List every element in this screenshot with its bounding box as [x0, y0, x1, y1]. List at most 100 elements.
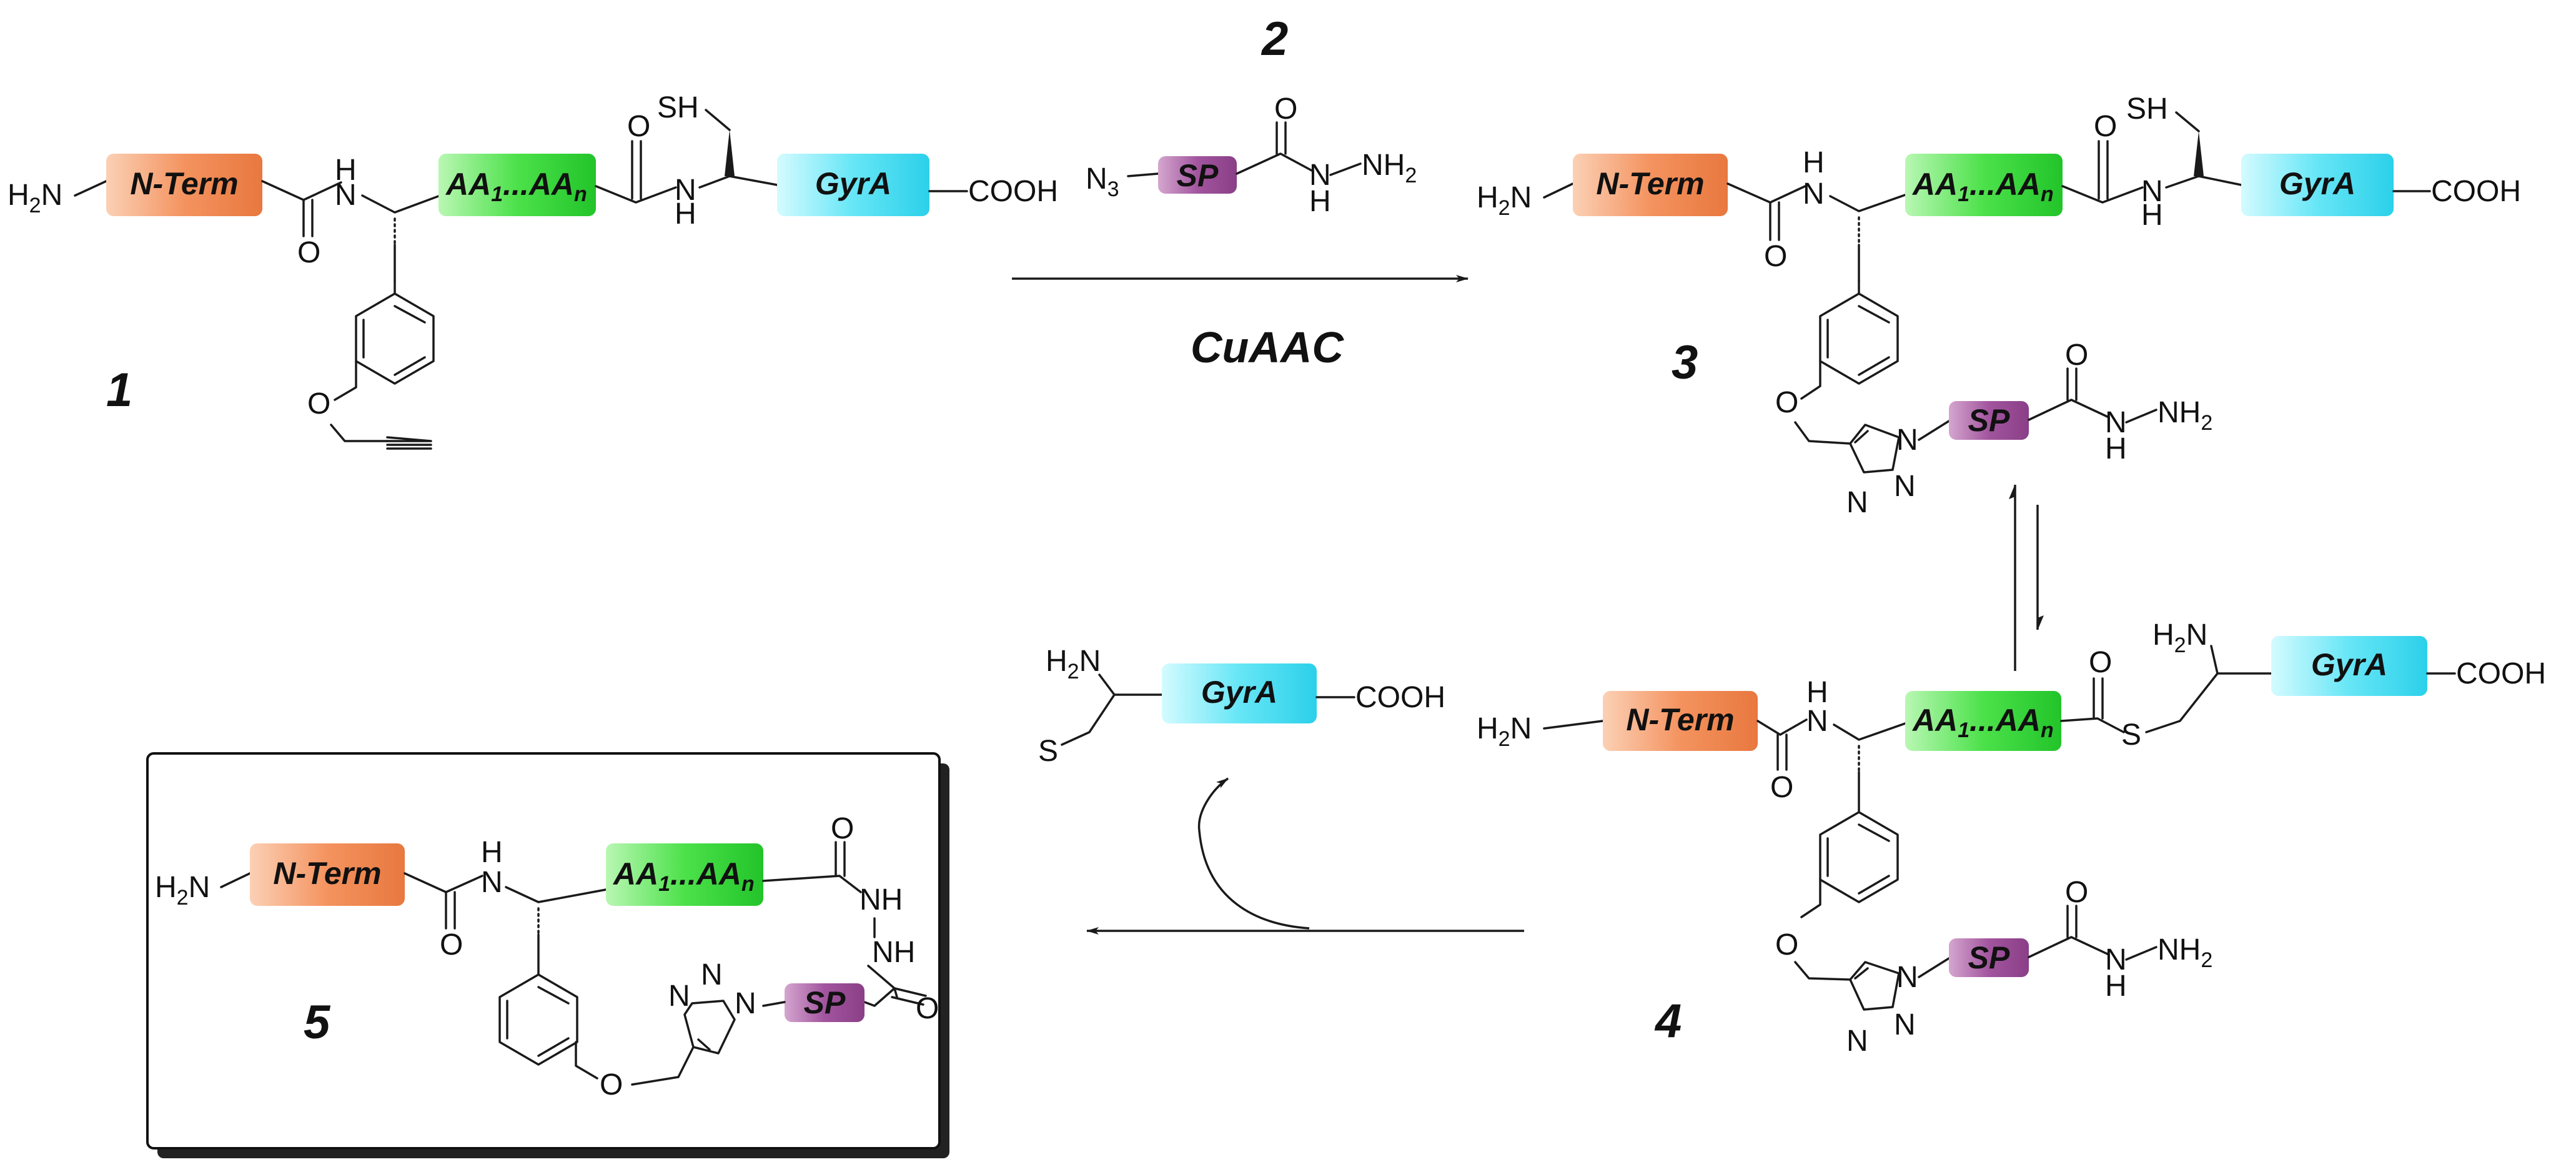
amine-h2n-label: H2N: [1477, 181, 1532, 220]
gyra-label: GyrA: [1201, 675, 1277, 710]
hydrazide-h: H: [2105, 432, 2127, 465]
amine-h2n-label: H2N: [7, 179, 62, 217]
triazole-n3: N: [1846, 1025, 1868, 1058]
hydrazide-n: N: [2105, 406, 2127, 439]
amide-n: N: [2141, 175, 2163, 208]
carbonyl-oxygen: O: [831, 812, 854, 845]
amino-acid-chain-block: [606, 843, 763, 906]
amine-nh2: NH2: [2157, 933, 2212, 972]
compound-4-structure: H2N N-Term O H N AA1...AAn O S H2N GyrA …: [1477, 618, 2546, 1058]
hydrazide-n: N: [2105, 943, 2127, 976]
compound-5-structure: H2N N-Term O H N AA1...AAn O NH NH O SP …: [155, 812, 939, 1101]
n-term-label: N-Term: [1626, 702, 1734, 737]
gyra-intein-block: [1162, 663, 1317, 723]
carboxyl-cooh: COOH: [968, 175, 1058, 208]
amine-h2n-label: H2N: [2152, 618, 2207, 657]
amide-n: N: [675, 174, 696, 207]
gyra-intein-block: [2241, 154, 2394, 216]
amino-acid-chain-block: [438, 154, 596, 216]
n-term-label: N-Term: [1596, 166, 1704, 201]
spacer-label: SP: [804, 985, 846, 1020]
triazole-n2: N: [1894, 470, 1916, 503]
triazole-n2: N: [1894, 1008, 1916, 1041]
amide-h: H: [675, 197, 696, 231]
triazole-n1: N: [1896, 424, 1918, 457]
ether-oxygen: O: [600, 1068, 623, 1101]
amine-h2n-label: H2N: [1477, 712, 1532, 751]
spacer-block: [1949, 401, 2029, 440]
product-frame: [146, 752, 949, 1158]
compound-number-5: 5: [304, 996, 331, 1049]
n-term-block: [1573, 154, 1728, 216]
amino-acid-chain-label: AA1...AAn: [612, 857, 755, 896]
compound-number-4: 4: [1654, 995, 1682, 1048]
gyra-label: GyrA: [2311, 647, 2387, 682]
compound-1-structure: H2N N-Term O H N AA1...AAn O H N SH GyrA…: [7, 91, 1058, 450]
n-term-block: [1603, 691, 1758, 751]
spacer-block: [785, 983, 864, 1022]
gyra-label: GyrA: [815, 166, 891, 201]
amide-n: N: [335, 179, 357, 212]
n-term-block: [250, 843, 405, 906]
ether-oxygen: O: [307, 387, 330, 420]
amine-nh2: NH2: [2157, 396, 2212, 435]
amide-h: H: [1803, 146, 1825, 179]
amino-acid-chain-label: AA1...AAn: [1911, 703, 2054, 742]
amide-n: N: [1803, 177, 1825, 211]
hydrazide-h: H: [2105, 970, 2127, 1003]
gyra-intein-block: [777, 154, 929, 216]
n-term-block: [106, 154, 262, 216]
ether-oxygen: O: [1775, 386, 1798, 419]
carbonyl-oxygen: O: [2065, 339, 2088, 372]
carbonyl-oxygen: O: [2094, 110, 2117, 143]
carbonyl-oxygen: O: [2065, 876, 2088, 909]
carbonyl-oxygen: O: [916, 992, 939, 1025]
hydrazide-nh: NH: [872, 936, 915, 969]
amino-acid-chain-label: AA1...AAn: [445, 167, 587, 206]
carboxyl-cooh: COOH: [2456, 657, 2546, 690]
thiol-sh: SH: [2126, 92, 2168, 126]
azide-label: N3: [1086, 162, 1119, 201]
reaction-label: CuAAC: [1191, 323, 1344, 372]
n-term-label: N-Term: [130, 166, 238, 201]
amino-acid-chain-label: AA1...AAn: [1911, 167, 2054, 206]
compound-number-2: 2: [1261, 12, 1288, 66]
carbonyl-oxygen: O: [440, 928, 463, 961]
hydrazide-nh: NH: [859, 883, 903, 916]
amide-n: N: [1806, 705, 1828, 738]
amine-nh2: NH2: [1362, 149, 1417, 187]
carboxyl-cooh: COOH: [1355, 681, 1445, 714]
gyra-intein-block: [2271, 636, 2427, 696]
amino-acid-chain-block: [1905, 154, 2063, 216]
spacer-block: [1158, 156, 1237, 194]
carbonyl-oxygen: O: [1274, 92, 1297, 126]
spacer-label: SP: [1177, 158, 1219, 193]
amide-h: H: [335, 154, 357, 187]
amide-h: H: [2141, 199, 2163, 232]
amide-h: H: [481, 836, 503, 869]
released-gyra-fragment: H2N S GyrA COOH: [1038, 645, 1445, 768]
ether-oxygen: O: [1775, 928, 1798, 961]
compound-3-structure: H2N N-Term O H N AA1...AAn O H N SH GyrA…: [1477, 92, 2521, 519]
hydrazide-n: N: [1309, 159, 1331, 192]
triazole-n1: N: [1896, 961, 1918, 994]
carbonyl-oxygen: O: [627, 110, 650, 143]
thioester-s: S: [2121, 718, 2141, 752]
compound-2-structure: N3 SP O N H NH2: [1086, 92, 1417, 218]
thiol-s: S: [1038, 735, 1058, 768]
carboxyl-cooh: COOH: [2431, 175, 2521, 208]
amino-acid-chain-block: [1905, 691, 2061, 751]
compound-number-3: 3: [1672, 336, 1698, 389]
hydrazide-h: H: [1309, 185, 1331, 218]
spacer-block: [1949, 938, 2029, 977]
amine-h2n-label: H2N: [155, 871, 210, 910]
n-term-label: N-Term: [273, 856, 381, 891]
fragment-release-curved-arrow: [1197, 777, 1310, 930]
carbonyl-oxygen: O: [1770, 771, 1793, 804]
carbonyl-oxygen: O: [297, 236, 320, 269]
triazole-n3: N: [668, 980, 690, 1013]
thiol-sh: SH: [657, 91, 699, 124]
amide-h: H: [1806, 676, 1828, 709]
amine-h2n-label: H2N: [1046, 645, 1101, 683]
compound-number-1: 1: [106, 364, 132, 417]
